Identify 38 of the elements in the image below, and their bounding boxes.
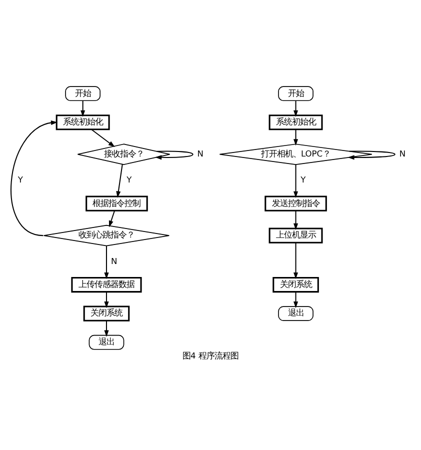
arrow [155,150,194,160]
arrow [116,164,123,198]
arrow [348,150,396,160]
arrow [293,292,298,308]
edge-label: Y [300,174,306,185]
arrow [293,100,298,117]
node-box: 关闭系统 [272,276,319,293]
arrow [80,100,86,117]
edge-label: N [399,148,406,159]
arrow [104,292,109,308]
node-box: 关闭系统 [83,306,130,322]
node-box: 根据指令控制 [86,196,148,212]
edge-label: N [110,256,118,266]
arrow [10,120,58,236]
node-box: 上传传感器数据 [71,276,142,293]
node-diamond: 接收指令？ [77,144,170,165]
node-box: 退出 [278,306,314,322]
arrow [91,129,115,148]
arrow [293,210,298,230]
arrow [293,242,298,280]
node-box: 系统初始化 [268,114,323,130]
node-box: 发送控制指令 [264,196,327,212]
edge-label: Y [126,174,132,185]
arrow [104,320,109,337]
arrow [104,246,109,280]
node-box: 系统初始化 [56,114,110,130]
node-box: 退出 [88,334,124,350]
arrow [293,130,298,146]
node-diamond: 打开相机、LOPC？ [219,144,372,165]
node-diamond: 收到心跳指令？ [43,224,170,246]
arrow [108,210,116,228]
edge-label: Y [18,174,24,185]
node-box: 上位机显示 [268,228,323,244]
arrow [293,164,298,198]
caption: 图4 程序流程图 [182,350,238,361]
edge-label: N [197,148,204,159]
node-box: 开始 [65,86,101,102]
node-box: 开始 [278,86,314,102]
